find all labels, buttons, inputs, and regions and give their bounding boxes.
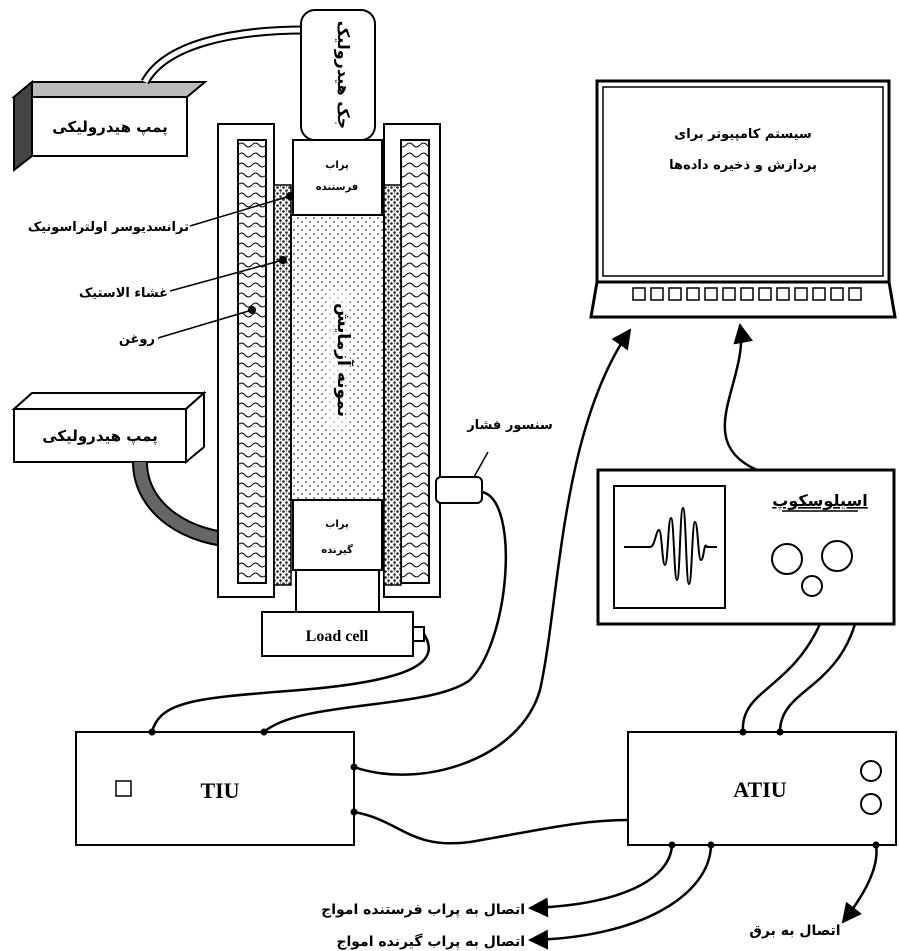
out-power-label: اتصال به برق: [749, 923, 840, 939]
membrane-label: غشاء الاستیک: [79, 286, 168, 301]
transducer-label: ترانسدیوسر اولتراسونیک: [28, 220, 189, 235]
transmitter-label-2: فرستنده: [316, 182, 358, 193]
connector-dots: [148, 728, 880, 849]
cables: [150, 323, 878, 950]
square-indicator-icon: [115, 780, 132, 797]
out-receiver-label: اتصال به پراب گیرنده امواج: [336, 933, 525, 950]
receiver-probe: [292, 499, 383, 571]
oil-right: [400, 139, 430, 584]
computer-label-2: پردازش و ذخیره داده‌ها: [669, 158, 817, 173]
waveform-icon: [624, 506, 717, 586]
pump-bottom-label: پمپ هیدرولیکی: [42, 427, 158, 446]
sample-label: نمونه آزمایش: [333, 303, 355, 417]
out-transmitter-label: اتصال به پراب فرستنده امواج: [321, 902, 525, 918]
pressure-sensor: [435, 476, 483, 504]
membrane-left: [273, 184, 292, 586]
keyboard-keys-icon: [632, 287, 862, 301]
oscilloscope-knob-3: [801, 575, 823, 597]
oscilloscope-knob-1: [771, 543, 803, 575]
atiu-knob-2: [860, 793, 882, 815]
oscilloscope-label: اسیلوسکوپ: [772, 491, 867, 511]
computer-label-1: سیستم کامپیوتر برای: [674, 127, 811, 142]
atiu-knob-1: [860, 760, 882, 782]
oscilloscope-knob-2: [821, 540, 853, 572]
atiu-label: ATIU: [733, 777, 786, 802]
hoek-cell: [217, 123, 441, 613]
pump-top-label: پمپ هیدرولیکی: [52, 118, 168, 137]
computer: سیستم کامپیوتر برای پردازش و ذخیره داده‌…: [589, 79, 897, 319]
oil-label: روغن: [119, 332, 155, 347]
load-cell-label: Load cell: [306, 628, 369, 645]
load-cell: [261, 611, 414, 657]
hydraulic-jack: [300, 9, 376, 141]
membrane-right: [383, 184, 402, 586]
hydraulic-pump-top: پمپ هیدرولیکی: [11, 79, 208, 173]
oil-left: [237, 139, 267, 584]
tiu-unit: TIU: [75, 731, 355, 846]
receiver-label-2: گیرنده: [321, 543, 353, 556]
oscilloscope: اسیلوسکوپ: [596, 468, 896, 626]
pressure-sensor-label: سنسور فشار: [466, 418, 553, 433]
jack-label: جک هیدرولیک: [334, 21, 353, 129]
transmitter-probe: [292, 139, 383, 216]
hydraulic-pump-bottom: پمپ هیدرولیکی: [11, 390, 207, 465]
tiu-label: TIU: [200, 778, 239, 803]
transmitter-label-1: پراب: [325, 160, 349, 171]
receiver-label-1: پراب: [325, 519, 349, 530]
atiu-unit: ATIU: [627, 731, 897, 846]
